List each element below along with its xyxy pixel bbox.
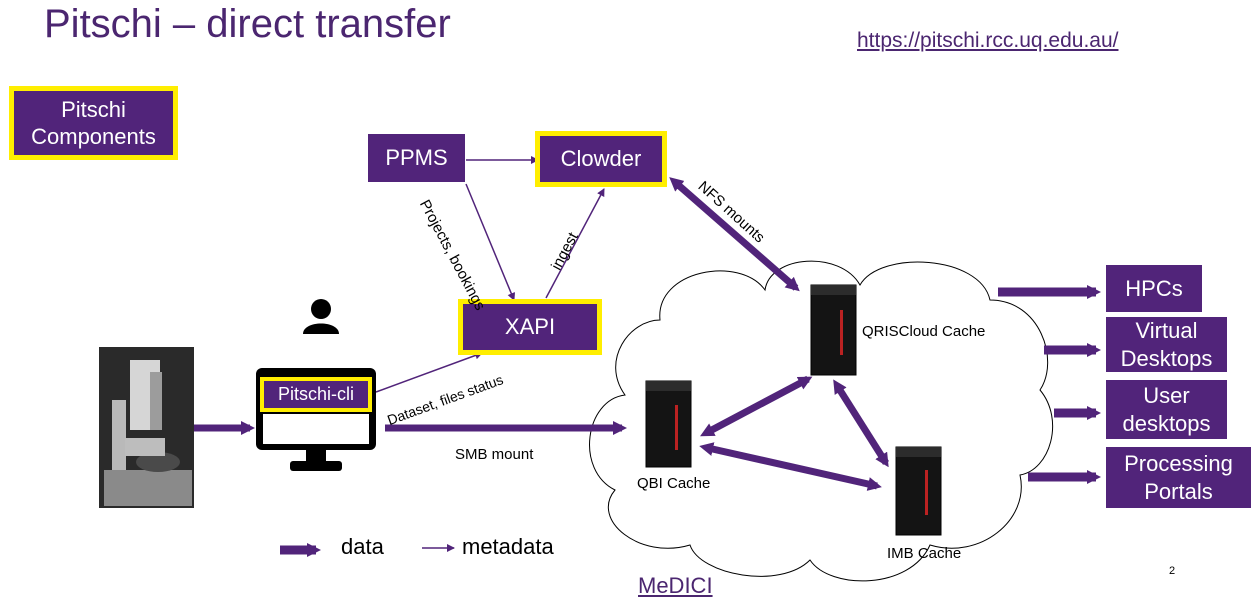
qbi-qriscloud-arrow: [700, 375, 813, 437]
page-number: 2: [1169, 565, 1176, 577]
user-icon: [303, 299, 339, 334]
qbi-imb-arrow: [699, 442, 882, 491]
legend-data-label: data: [341, 534, 384, 559]
imb-cache-label: IMB Cache: [887, 545, 962, 562]
clowder-node: Clowder: [535, 131, 667, 187]
xapi-node: XAPI: [458, 299, 602, 355]
virtual-desktops-box: Virtual Desktops: [1106, 317, 1227, 372]
hpcs-box: HPCs: [1106, 265, 1202, 312]
components-badge: Pitschi Components: [9, 86, 178, 160]
smb-mount-label: SMB mount: [455, 446, 534, 463]
page-title: Pitschi – direct transfer: [44, 2, 451, 46]
qriscloud-imb-arrow: [833, 379, 889, 468]
user-desktops-box: User desktops: [1106, 380, 1227, 439]
medici-link[interactable]: MeDICI: [638, 573, 713, 598]
ppms-node: PPMS: [368, 134, 465, 182]
processing-portals-box: Processing Portals: [1106, 447, 1251, 508]
pitschi-url-link[interactable]: https://pitschi.rcc.uq.edu.au/: [857, 29, 1119, 52]
qriscloud-cache-label: QRISCloud Cache: [862, 323, 986, 340]
pitschi-cli-node: Pitschi-cli: [260, 377, 372, 412]
xapi-to-clowder-arrow: [545, 188, 605, 299]
cli-to-xapi-arrow: [375, 351, 483, 393]
qriscloud-server-icon: [810, 284, 857, 376]
microscope-image: [99, 347, 194, 508]
imb-server-icon: [895, 446, 942, 536]
qbi-cache-label: QBI Cache: [637, 475, 711, 492]
qbi-server-icon: [645, 380, 692, 468]
ppms-to-xapi-arrow: [465, 183, 516, 301]
legend-metadata-label: metadata: [462, 534, 554, 559]
clowder-qriscloud-arrow: [669, 177, 800, 292]
